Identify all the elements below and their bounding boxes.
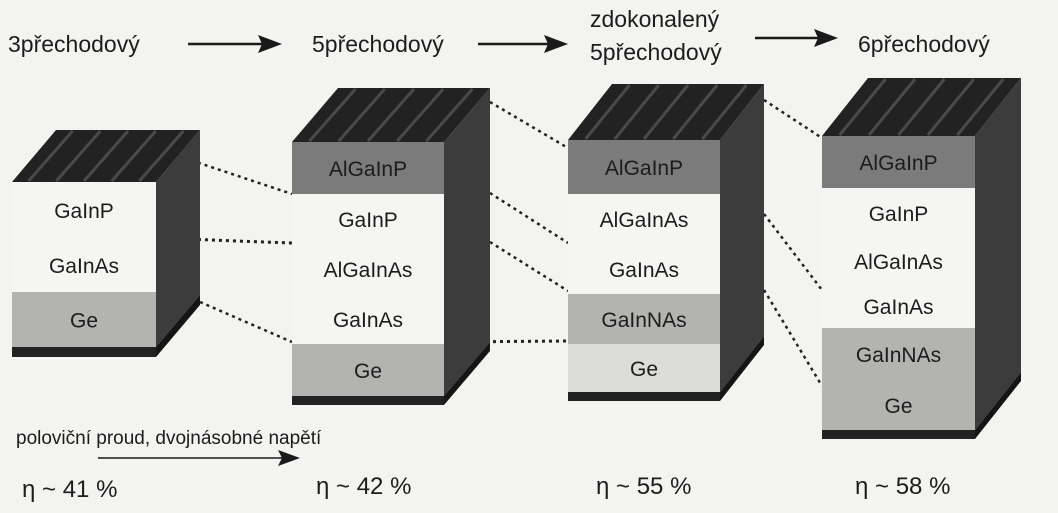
layer-rect [12,238,156,292]
contact-finger [613,84,660,140]
contact-finger [867,78,917,136]
layer-rect [822,284,975,328]
connector-lines [155,98,824,387]
dotted-connector [199,300,293,344]
layer-rect [822,328,975,380]
efficiency-3-junction: η ~ 41 % [22,476,117,503]
layer-rect [12,182,156,238]
dotted-connector [489,100,569,150]
layer-label-algainp: AlGaInP [605,157,683,180]
contact-finger [308,88,357,142]
layer-label-gainnas: GaInNAs [601,309,686,332]
stage-label-improved-line2: 5přechodový [590,39,722,65]
layer-rect [568,140,720,194]
base-bar [822,430,975,439]
layer-label-algainas: AlGaInAs [854,251,943,274]
contact-finger [425,88,474,142]
contact-finger [701,84,748,140]
layer-rect [822,188,975,238]
layer-rect [292,244,444,294]
layer-rect [568,244,720,294]
layer-label-algainp: AlGaInP [859,152,937,175]
layer-rect [292,142,444,194]
cell-blocks: GaInPGaInAsGeAlGaInPGaInPAlGaInAsGaInAsG… [12,78,1021,439]
contact-finger [897,78,946,136]
side-face [156,130,200,347]
layer-rect [822,238,975,284]
stage-label-6-junction: 6přechodový [858,31,990,57]
side-face [720,84,764,392]
base-bar [568,392,720,401]
contact-finger [366,88,416,142]
efficiency-6-junction: η ~ 58 % [855,473,950,500]
arrow-1-to-2 [188,35,282,53]
dotted-connector [763,98,823,140]
layer-label-gainas: GaInAs [609,259,679,282]
layer-rect [568,194,720,244]
base-side [156,295,200,357]
layer-label-algainas: AlGaInAs [324,259,413,282]
contact-finger [584,84,631,140]
stage-label-3-junction: 3přechodový [8,31,140,57]
dotted-connector [489,240,569,293]
layer-label-gainas: GaInAs [863,296,933,319]
layer-rect [292,294,444,344]
layer-label-algainp: AlGaInP [329,158,407,181]
layer-rect [568,344,720,392]
contact-finger [838,78,887,136]
efficiency-5-junction: η ~ 42 % [316,473,411,500]
contact-finger [110,130,157,182]
note-half-current-double-voltage: poloviční proud, dvojnásobné napětí [16,428,322,449]
layer-rect [568,294,720,344]
layer-label-ge: Ge [884,395,912,418]
layer-label-algainas: AlGaInAs [600,209,689,232]
layer-label-gainas: GaInAs [49,255,119,278]
layer-label-ge: Ge [630,358,658,381]
contact-finger [926,78,976,136]
layer-rect [822,136,975,188]
contact-finger [956,78,1005,136]
dotted-connector [177,154,293,196]
layer-label-ge: Ge [70,310,98,333]
base-side [975,372,1021,439]
layer-label-gainnas: GaInNAs [856,344,941,367]
base-bar [12,347,156,357]
contact-finger [27,130,74,182]
side-face [975,78,1021,430]
base-side [720,336,764,401]
layer-label-gainp: GaInP [54,200,114,223]
contact-finger [396,88,445,142]
layer-rect [12,292,156,347]
layer-label-ge: Ge [354,360,382,383]
layer-label-gainp: GaInP [338,209,398,232]
base-bar [292,396,444,405]
arrow-3-to-4 [755,29,838,47]
side-face [444,88,490,396]
note-arrow [98,450,300,466]
arrow-2-to-3 [478,35,568,53]
dotted-connector [763,213,823,291]
layer-rect [292,344,444,396]
layer-label-gainas: GaInAs [333,309,403,332]
contact-finger [55,130,102,182]
stage-label-5-junction: 5přechodový [312,31,444,57]
layer-rect [822,380,975,430]
efficiency-improved-5-junction: η ~ 55 % [596,473,691,500]
stage-label-improved-line1: zdokonalený [590,6,720,32]
base-side [444,342,490,405]
contact-finger [138,130,185,182]
contact-finger [337,88,386,142]
contact-finger [642,84,690,140]
dotted-connector [489,191,569,245]
layer-rect [292,194,444,244]
contact-finger [672,84,719,140]
dotted-connector [762,289,824,387]
contact-finger [82,130,130,182]
layer-label-gainp: GaInP [869,203,929,226]
